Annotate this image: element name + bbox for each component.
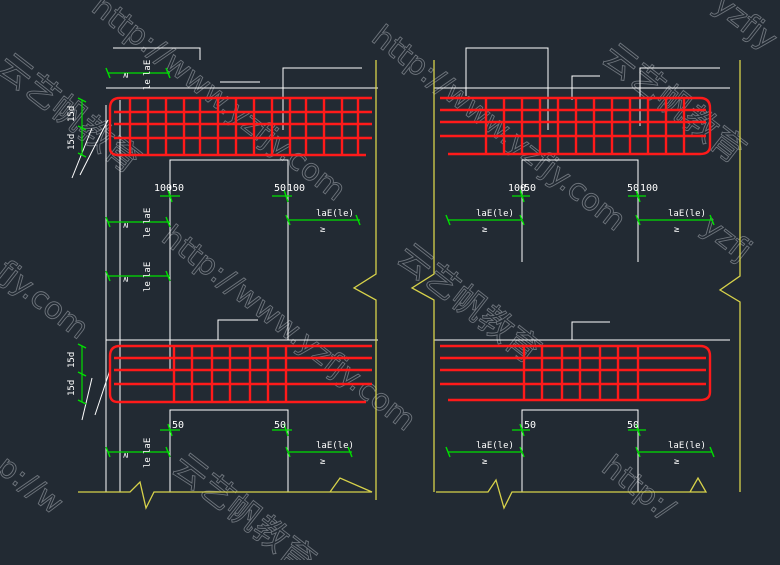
ge-right-c: ≥ bbox=[482, 457, 488, 467]
le-col-3: le bbox=[143, 281, 153, 292]
spacing-50-lower-mid: 50 bbox=[274, 420, 286, 431]
spacing-50-lower-left: 50 bbox=[172, 420, 184, 431]
spacing-100-upper-left: 100 bbox=[154, 183, 172, 194]
watermark-url-3: http://www.yzfjy.com bbox=[155, 219, 422, 439]
anchor-label-left-lower: laE(le) bbox=[316, 441, 354, 451]
ge-left-lower: ≥ bbox=[320, 457, 326, 467]
spacing-50-upper-left: 50 bbox=[172, 183, 184, 194]
lae-col-1: laE bbox=[143, 60, 153, 76]
spacing-50-right-lower-a: 50 bbox=[524, 420, 536, 431]
anchor-label-right-c: laE(le) bbox=[476, 441, 514, 451]
le-col-2: le bbox=[143, 227, 153, 238]
watermark-cn-2: 云艺帆教育 bbox=[594, 36, 753, 172]
ge-col-3: ≥ bbox=[121, 276, 131, 282]
lae-col-2: laE bbox=[143, 208, 153, 224]
hook-15d-lower-b: 15d bbox=[67, 380, 77, 396]
ge-col-4: ≥ bbox=[121, 452, 131, 458]
anchor-label-left-upper: laE(le) bbox=[316, 209, 354, 219]
watermark-fragment-bottom-left: p://w bbox=[0, 449, 70, 522]
break-lines bbox=[78, 60, 741, 510]
hook-15d-lower-a: 15d bbox=[67, 352, 77, 368]
watermark-cn-4: 云艺帆教育 bbox=[164, 446, 323, 560]
le-col-1: le bbox=[143, 79, 153, 90]
ge-right-a: ≥ bbox=[482, 225, 488, 235]
spacing-50-right-upper-a: 50 bbox=[524, 183, 536, 194]
ge-right-b: ≥ bbox=[674, 225, 680, 235]
ge-col-2: ≥ bbox=[121, 222, 131, 228]
watermark-url-2: http://www.yzfjy.com bbox=[365, 19, 632, 239]
ge-right-d: ≥ bbox=[674, 457, 680, 467]
rebar-cages bbox=[108, 96, 712, 404]
spacing-100-right-upper-a: 100 bbox=[508, 183, 526, 194]
hook-15d-upper-a: 15d bbox=[67, 106, 77, 122]
spacing-50-right-lower-b: 50 bbox=[627, 420, 639, 431]
spacing-100-right-upper-b: 100 bbox=[640, 183, 658, 194]
lae-col-3: laE bbox=[143, 262, 153, 278]
lae-col-4: laE bbox=[143, 438, 153, 454]
ge-col-1: ≥ bbox=[121, 72, 131, 78]
ge-left-upper: ≥ bbox=[320, 225, 326, 235]
watermark-fragment-top-right: yzfjy bbox=[707, 0, 780, 57]
spacing-50-upper-mid: 50 bbox=[274, 183, 286, 194]
anchor-label-right-b: laE(le) bbox=[668, 209, 706, 219]
spacing-50-right-upper-b: 50 bbox=[627, 183, 639, 194]
dimension-ticks bbox=[77, 67, 715, 458]
le-col-4: le bbox=[143, 457, 153, 468]
anchor-label-right-d: laE(le) bbox=[668, 441, 706, 451]
spacing-100-upper-mid: 100 bbox=[287, 183, 305, 194]
hook-15d-upper-b: 15d bbox=[67, 134, 77, 150]
watermark-fragment-left: fjy.com bbox=[0, 254, 95, 347]
anchor-label-right-a: laE(le) bbox=[476, 209, 514, 219]
